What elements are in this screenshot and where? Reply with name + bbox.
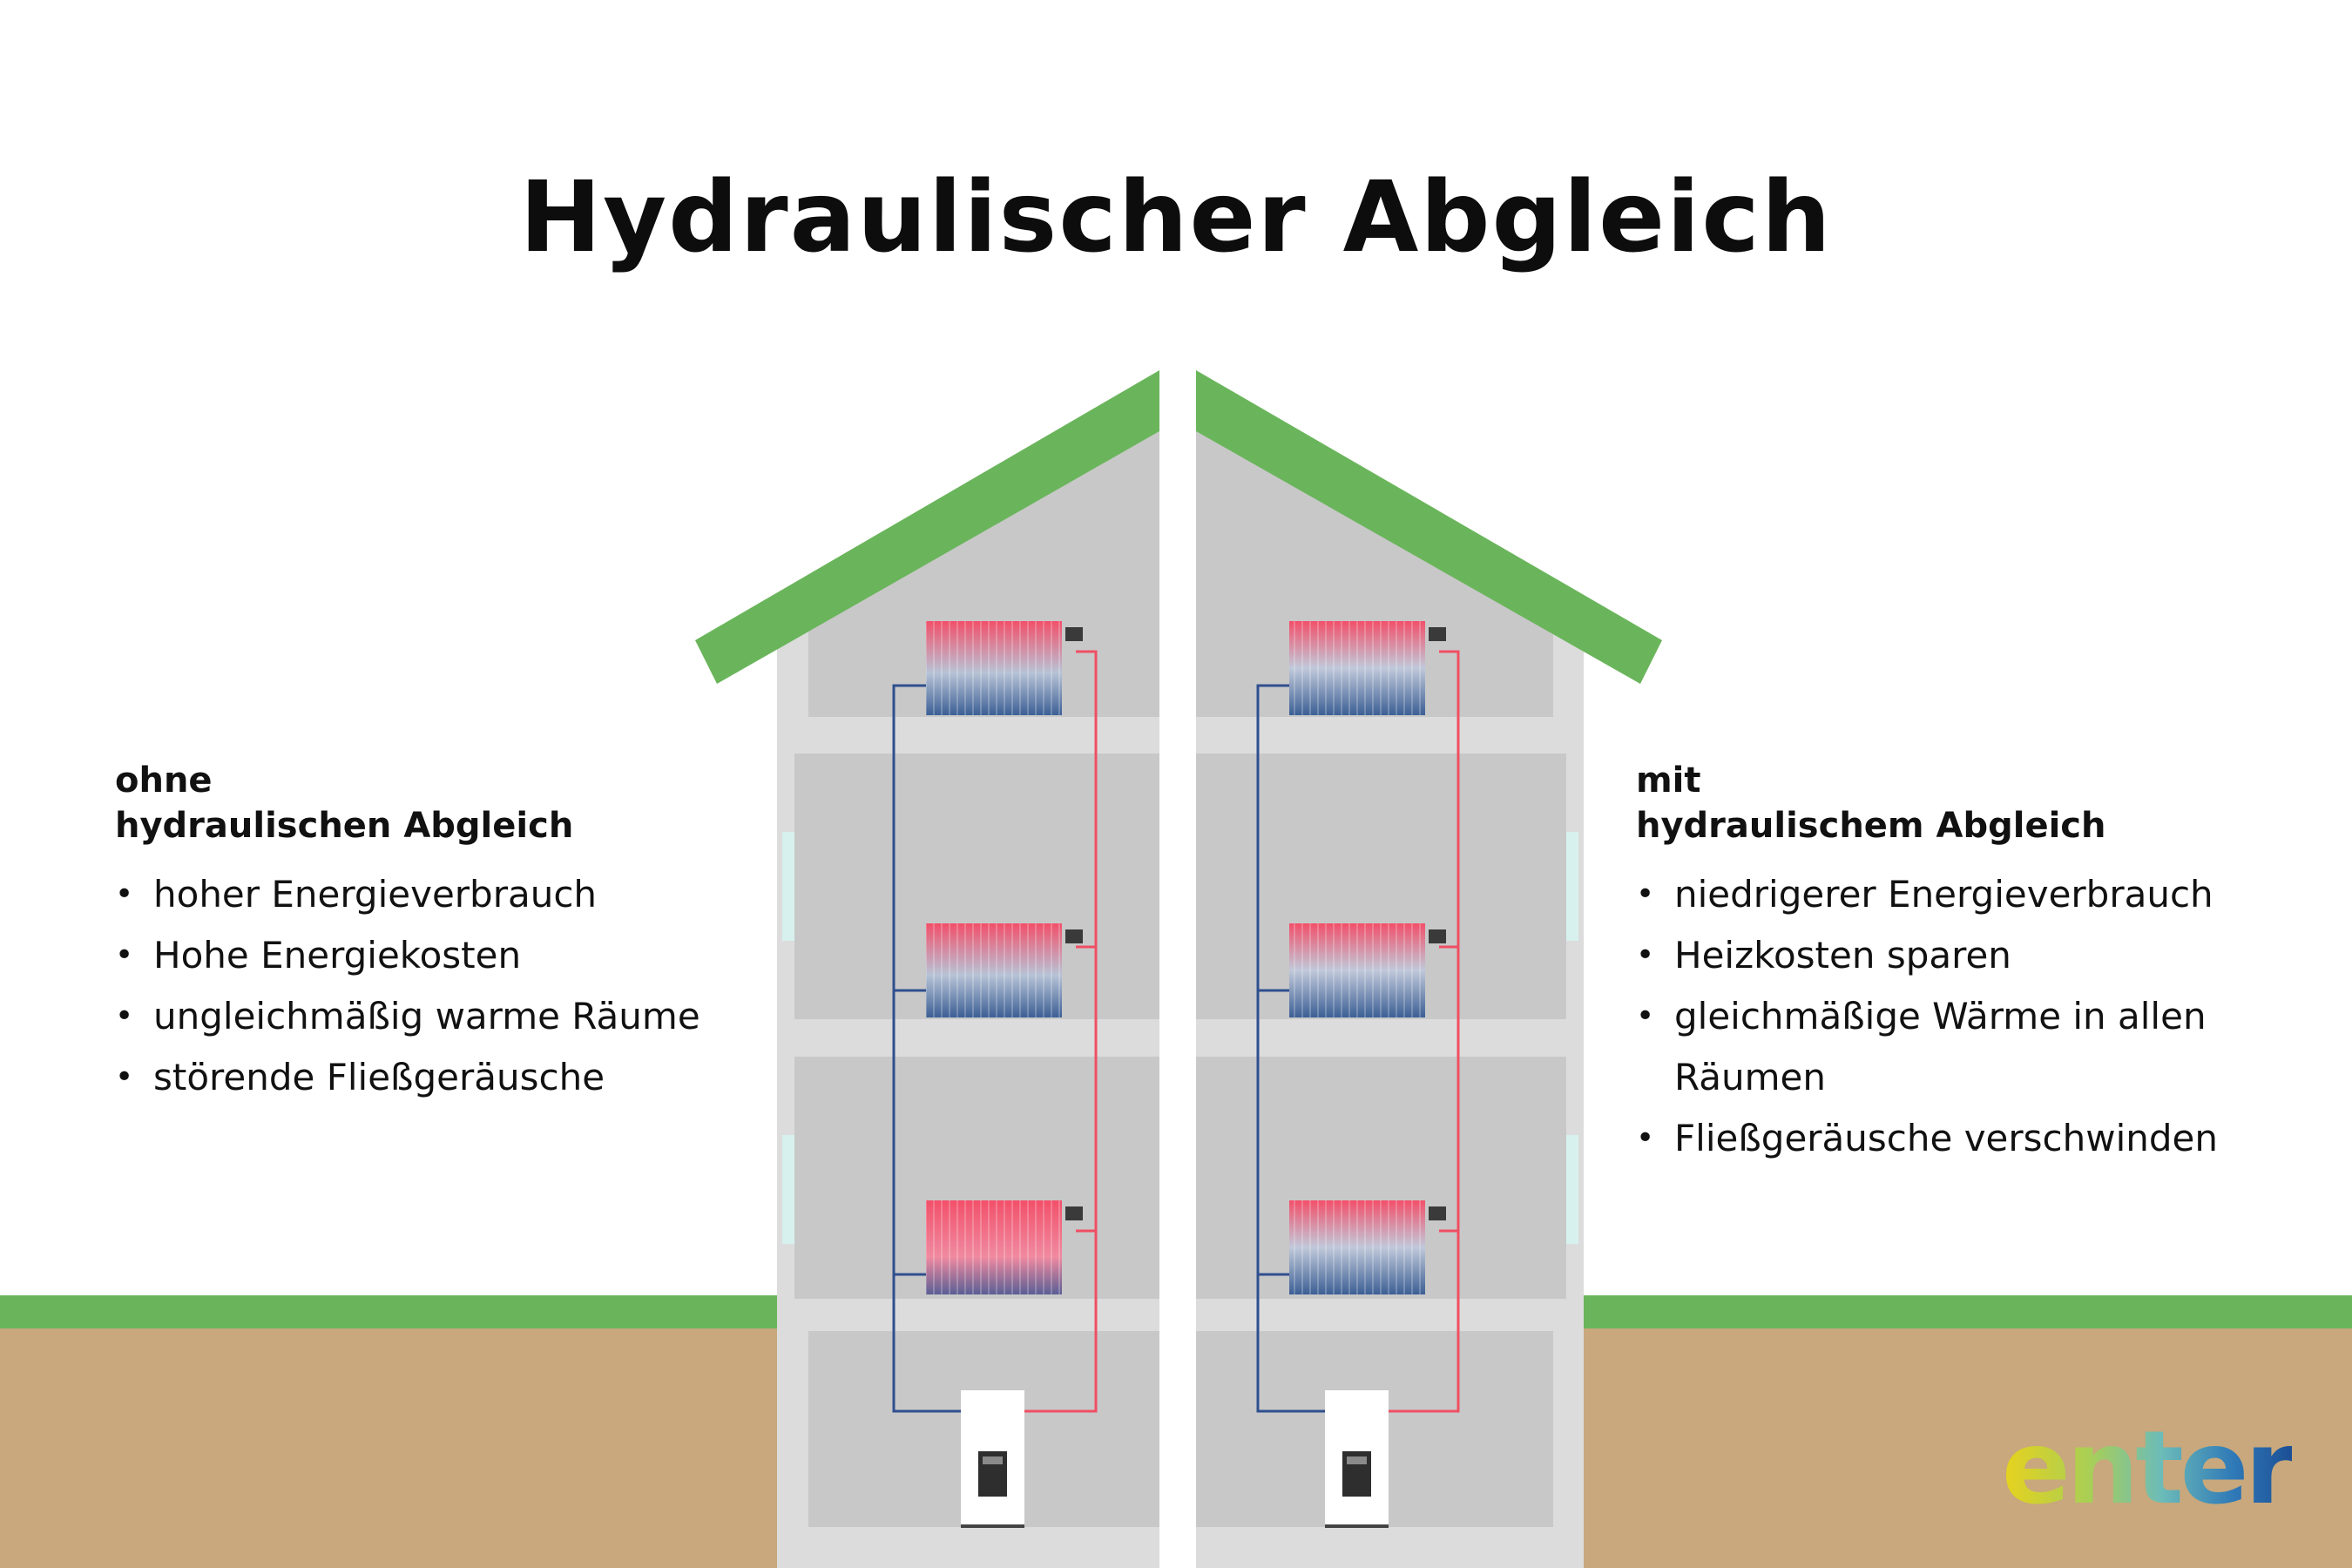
roof-left <box>695 370 1159 684</box>
panel-with-balancing: mit hydraulischem Abgleich niedrigerer E… <box>1636 758 2315 1169</box>
window-left-2 <box>782 1135 794 1244</box>
radiator-icon <box>1289 1200 1446 1294</box>
radiator-icon <box>926 923 1083 1017</box>
center-divider <box>1159 348 1196 1568</box>
radiator-icon <box>1289 923 1446 1017</box>
heading-line-2: hydraulischen Abgleich <box>115 806 574 846</box>
thermostat-icon <box>1065 627 1083 641</box>
supply-pipe-right <box>1389 650 1460 1413</box>
house-left-half <box>695 370 1159 1568</box>
panel-heading: ohne hydraulischen Abgleich <box>115 758 777 848</box>
window-left-1 <box>782 832 794 941</box>
return-pipe-right <box>1256 684 1325 1413</box>
enter-logo: enter <box>2002 1409 2295 1527</box>
boiler-icon <box>961 1390 1024 1528</box>
thermostat-icon <box>1065 929 1083 943</box>
list-item: störende Fließgeräusche <box>115 1047 777 1108</box>
return-pipe-left-path <box>892 684 961 1413</box>
radiator-icon <box>926 621 1083 715</box>
list-item: Heizkosten sparen <box>1636 925 2315 986</box>
heading-line-1: mit <box>1636 760 1701 801</box>
radiator-icon <box>1289 621 1446 715</box>
list-item: gleichmäßige Wärme in allen Räumen <box>1636 986 2315 1108</box>
boiler-icon <box>1325 1390 1389 1528</box>
roof-right <box>1196 370 1662 684</box>
thermostat-icon <box>1429 627 1446 641</box>
window-right-2 <box>1566 1135 1578 1244</box>
bullet-list: hoher Energieverbrauch Hohe Energiekoste… <box>115 864 777 1108</box>
window-right-1 <box>1566 832 1578 941</box>
radiator-icon <box>926 1200 1083 1294</box>
thermostat-icon <box>1429 1206 1446 1220</box>
list-item: hoher Energieverbrauch <box>115 864 777 925</box>
list-item: niedrigerer Energieverbrauch <box>1636 864 2315 925</box>
list-item: ungleichmäßig warme Räume <box>115 986 777 1047</box>
panel-heading: mit hydraulischem Abgleich <box>1636 758 2315 848</box>
heading-line-1: ohne <box>115 760 213 801</box>
panel-without-balancing: ohne hydraulischen Abgleich hoher Energi… <box>115 758 777 1108</box>
attic-room-right <box>1196 431 1553 717</box>
heading-line-2: hydraulischem Abgleich <box>1636 806 2106 846</box>
list-item: Hohe Energiekosten <box>115 925 777 986</box>
thermostat-icon <box>1065 1206 1083 1220</box>
page-title: Hydraulischer Abgleich <box>519 161 1833 274</box>
bullet-list: niedrigerer Energieverbrauch Heizkosten … <box>1636 864 2315 1169</box>
attic-room-left <box>808 431 1159 717</box>
supply-pipe-left <box>1024 650 1098 1413</box>
house-right-half <box>1196 370 1662 1568</box>
thermostat-icon <box>1429 929 1446 943</box>
list-item: Fließgeräusche verschwinden <box>1636 1108 2315 1169</box>
